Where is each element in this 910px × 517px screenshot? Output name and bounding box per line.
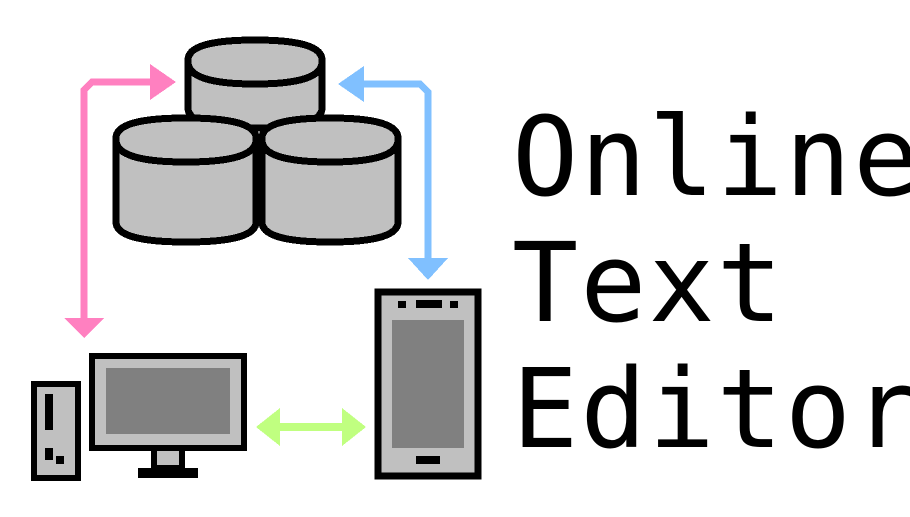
smartphone-icon bbox=[374, 288, 482, 480]
computer-tower-icon bbox=[31, 381, 81, 481]
title-line-editor: Editor bbox=[512, 345, 910, 473]
title-line-online: Online bbox=[512, 93, 910, 221]
database-left-icon bbox=[112, 114, 260, 246]
sync-arrow-devices-icon bbox=[256, 408, 366, 446]
sync-arrow-desktop-icon bbox=[64, 64, 176, 338]
monitor-icon bbox=[89, 353, 247, 478]
desktop-computer-icon bbox=[31, 353, 247, 481]
database-right-icon bbox=[258, 114, 402, 246]
database-top-icon bbox=[184, 36, 326, 132]
database-cluster-icon bbox=[112, 36, 402, 246]
title-line-text: Text bbox=[512, 219, 785, 347]
sync-arrow-phone-icon bbox=[338, 66, 448, 280]
